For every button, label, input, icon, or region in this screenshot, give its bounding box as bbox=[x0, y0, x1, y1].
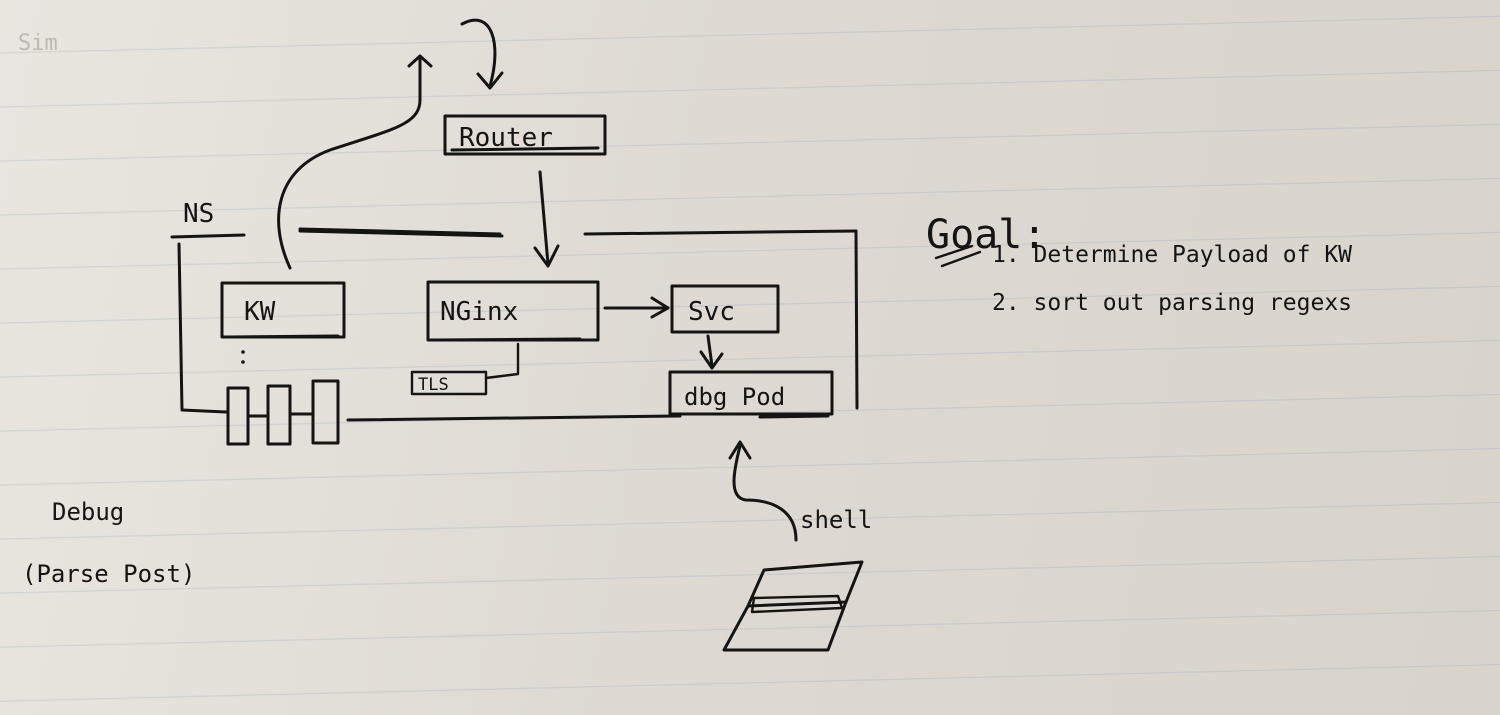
goal-item-2: 2. sort out parsing regexs bbox=[992, 290, 1352, 316]
router-label: Router bbox=[459, 123, 553, 153]
pod-3 bbox=[311, 379, 340, 445]
router-to-nginx-arrow bbox=[538, 170, 550, 266]
namespace-label: NS bbox=[183, 199, 214, 229]
tls-node: TLS bbox=[410, 342, 520, 396]
svc-label: Svc bbox=[688, 297, 735, 327]
goal-item-1: 1. Determine Payload of KW bbox=[992, 242, 1352, 268]
router-node: Router bbox=[443, 114, 607, 156]
laptop-icon bbox=[722, 560, 864, 652]
dbg-pod-node: dbg Pod bbox=[668, 370, 834, 419]
svc-to-dbg-arrowhead bbox=[699, 350, 724, 370]
router-to-nginx-arrowhead bbox=[533, 244, 560, 268]
shell-arrowhead bbox=[728, 440, 752, 460]
nginx-to-svc-arrowhead bbox=[650, 296, 670, 319]
kw-up-arrowhead bbox=[407, 54, 433, 68]
pod-2 bbox=[266, 384, 292, 446]
shell-label: shell bbox=[800, 506, 872, 534]
goal-section: Goal: 1. Determine Payload of KW 2. sort… bbox=[926, 212, 1352, 316]
kw-up-arrow bbox=[277, 56, 422, 270]
nginx-node: NGinx bbox=[426, 280, 600, 342]
svc-node: Svc bbox=[670, 284, 780, 334]
kw-node: KW bbox=[220, 281, 346, 339]
loop-arrowhead bbox=[476, 71, 504, 90]
nginx-label: NGinx bbox=[440, 297, 518, 327]
pod-1 bbox=[226, 386, 250, 446]
tls-label: TLS bbox=[418, 375, 449, 395]
goal-title: Goal: bbox=[926, 212, 1046, 258]
kw-label: KW bbox=[244, 297, 276, 327]
namespace-boundary bbox=[170, 227, 859, 422]
svc-to-dbg-arrow bbox=[706, 334, 714, 368]
debug-subtitle: (Parse Post) bbox=[22, 560, 195, 588]
loop-arrow bbox=[460, 18, 497, 88]
shell-arrow bbox=[732, 444, 798, 542]
faded-header-text: Sim bbox=[18, 31, 58, 56]
pod-group bbox=[226, 379, 340, 446]
dbg-pod-label: dbg Pod bbox=[684, 383, 785, 411]
debug-title: Debug bbox=[52, 498, 124, 526]
